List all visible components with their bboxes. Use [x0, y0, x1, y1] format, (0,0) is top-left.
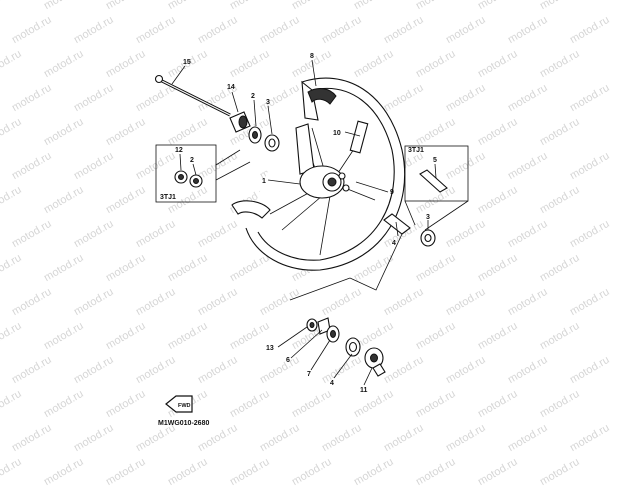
front-axle [154, 74, 231, 117]
callout-8: 8 [310, 53, 314, 60]
callout-7: 4 [330, 380, 334, 387]
callout-2-inset: 2 [190, 157, 194, 164]
diagram-code: M1WG010-2680 [158, 420, 209, 427]
callout-3-lower: 3 [426, 214, 430, 221]
callout-9: 9 [390, 189, 394, 196]
exploded-parts-diagram: 15 14 2 3 8 10 1 9 12 2 5 3 4 13 6 7 4 1… [154, 53, 469, 427]
callout-3-upper: 3 [266, 99, 270, 106]
oil-seal-and-bearing [248, 126, 280, 152]
callout-5: 6 [286, 357, 290, 364]
callout-4-inset: 5 [433, 157, 437, 164]
callout-13: 13 [266, 345, 274, 352]
inset-box-left [155, 144, 251, 203]
variant-label-right: 3TJ1 [408, 147, 424, 154]
wheel-hub [295, 120, 369, 199]
callout-12: 12 [175, 147, 183, 154]
connector-lines [289, 233, 403, 301]
collar [229, 111, 251, 133]
callout-11: 11 [360, 387, 368, 394]
callout-2-upper: 2 [251, 93, 255, 100]
lower-parts-group [306, 317, 386, 377]
callout-14: 14 [227, 84, 235, 91]
inset-box-right [404, 145, 469, 231]
callout-15: 15 [183, 59, 191, 66]
callout-4: 4 [392, 240, 396, 247]
callout-1: 1 [262, 178, 266, 185]
callout-6: 7 [307, 371, 311, 378]
fwd-label: FWD [178, 403, 191, 409]
spacer-and-bearing-right [383, 213, 436, 247]
leader-lines [171, 59, 437, 386]
variant-label-left: 3TJ1 [160, 194, 176, 201]
fwd-arrow-icon: FWD [165, 395, 193, 413]
callout-labels: 15 14 2 3 8 10 1 9 12 2 5 3 4 13 6 7 4 1… [175, 53, 437, 394]
callout-10: 10 [333, 130, 341, 137]
